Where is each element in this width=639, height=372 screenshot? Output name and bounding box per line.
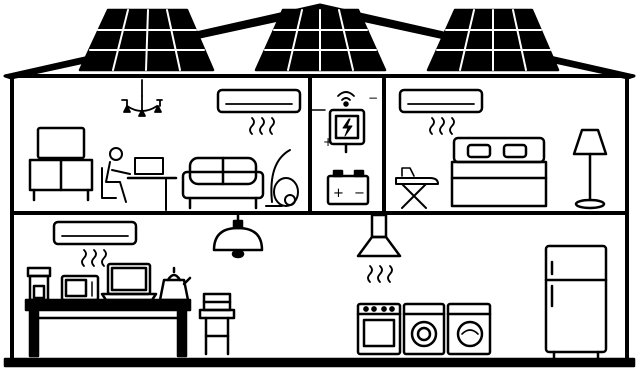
air-conditioner-icon [400,90,482,134]
oven-icon [358,304,400,354]
range-hood-icon [358,215,400,282]
smart-energy-hub-icon [310,92,364,152]
svg-text:−: − [368,91,378,105]
kettle-icon [160,268,190,300]
vacuum-cleaner-icon [266,150,298,206]
table-icon [26,300,190,356]
refrigerator-icon [546,246,606,358]
washing-machine-icon [404,304,444,354]
laptop-icon [102,264,156,300]
person-at-laptop-icon [102,148,176,210]
pendant-lamp-icon [214,215,262,257]
air-conditioner-icon [218,90,300,134]
sofa-icon [183,158,263,208]
dishwasher-icon [448,304,490,354]
chandelier-icon [122,80,162,116]
ironing-board-icon [396,168,438,208]
solar-panel-right [428,10,558,70]
air-conditioner-icon [54,222,136,266]
coffee-maker-icon [28,268,50,300]
ground-line [5,359,634,366]
microwave-icon [62,276,98,300]
solar-panel-left [80,10,213,70]
floor-lamp-icon [574,130,606,208]
svg-text:−: − [354,186,365,201]
bed-icon [452,138,546,206]
tv-icon [30,128,92,200]
chair-icon [200,294,234,354]
battery-icon: + − [328,171,368,204]
svg-text:+: + [323,135,333,149]
svg-text:+: + [333,186,344,201]
